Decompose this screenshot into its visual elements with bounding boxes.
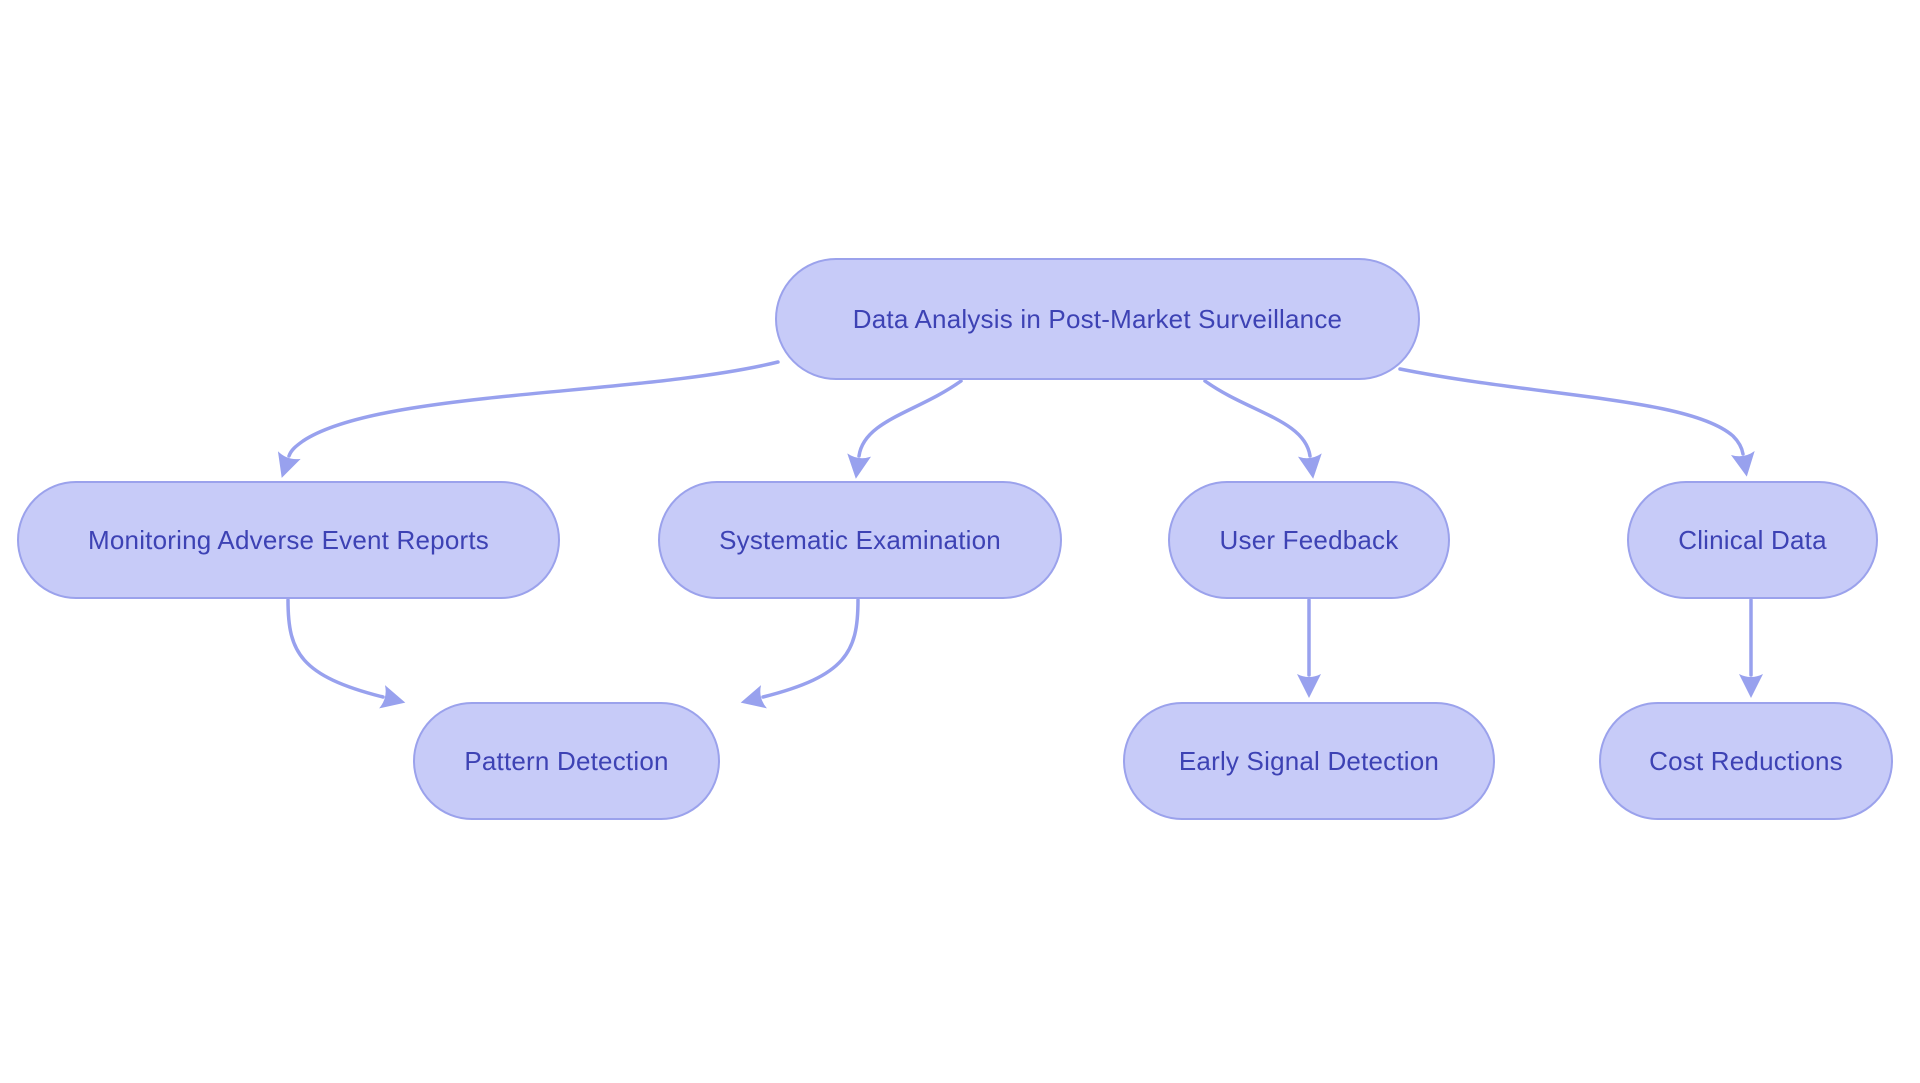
edge-root-feedback (1203, 379, 1322, 479)
node-clinical-data: Clinical Data (1627, 481, 1878, 599)
node-monitoring-adverse-event-reports: Monitoring Adverse Event Reports (17, 481, 560, 599)
edge-root-systematic (847, 379, 963, 479)
node-user-feedback: User Feedback (1168, 481, 1450, 599)
edge-root-clinical (1398, 367, 1755, 477)
edge-systematic-pattern (740, 598, 860, 709)
node-data-analysis-root: Data Analysis in Post-Market Surveillanc… (775, 258, 1420, 380)
edge-root-monitoring (277, 360, 780, 478)
node-pattern-detection: Pattern Detection (413, 702, 720, 820)
node-early-signal-detection: Early Signal Detection (1123, 702, 1495, 820)
edge-monitoring-pattern (286, 598, 406, 709)
node-cost-reductions: Cost Reductions (1599, 702, 1893, 820)
node-systematic-examination: Systematic Examination (658, 481, 1062, 599)
